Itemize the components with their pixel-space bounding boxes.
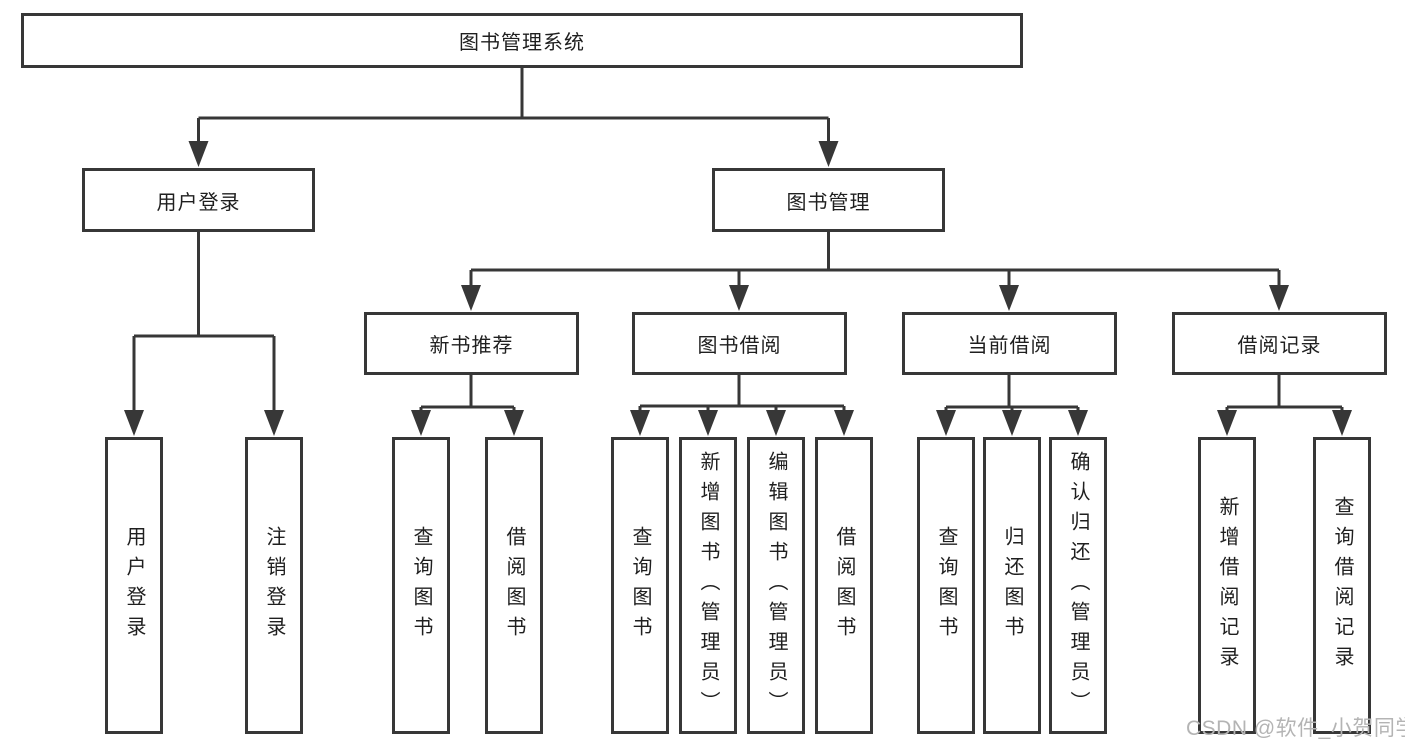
node-user-login-label: 用户登录 [156, 191, 241, 214]
leaf-borrow-book-1-label: 借阅图书 [503, 525, 525, 646]
leaf-logout-label: 注销登录 [263, 525, 285, 646]
leaf-confirm-return-admin: 确认归还（管理员） [1049, 437, 1107, 734]
node-current-borrow-label: 当前借阅 [967, 335, 1052, 357]
node-user-login: 用户登录 [82, 168, 315, 232]
leaf-user-login: 用户登录 [105, 437, 163, 734]
node-borrow-record-label: 借阅记录 [1237, 335, 1322, 357]
leaf-query-book-3: 查询图书 [917, 437, 975, 734]
node-new-book-recommend-label: 新书推荐 [429, 335, 514, 357]
leaf-add-book-admin: 新增图书（管理员） [679, 437, 737, 734]
leaf-edit-book-admin-label: 编辑图书（管理员） [765, 450, 787, 721]
leaf-query-borrow-record-label: 查询借阅记录 [1331, 495, 1353, 676]
node-root-label: 图书管理系统 [459, 32, 585, 54]
leaf-add-borrow-record-label: 新增借阅记录 [1216, 495, 1238, 676]
node-book-management-label: 图书管理 [786, 191, 871, 214]
node-root: 图书管理系统 [21, 13, 1023, 68]
leaf-borrow-book-2: 借阅图书 [815, 437, 873, 734]
leaf-edit-book-admin: 编辑图书（管理员） [747, 437, 805, 734]
leaf-query-book-1-label: 查询图书 [410, 525, 432, 646]
connector-arrowheads [124, 141, 1352, 436]
node-new-book-recommend: 新书推荐 [364, 312, 579, 375]
leaf-confirm-return-admin-label: 确认归还（管理员） [1067, 450, 1089, 721]
leaf-borrow-book-1: 借阅图书 [485, 437, 543, 734]
leaf-borrow-book-2-label: 借阅图书 [833, 525, 855, 646]
leaf-logout: 注销登录 [245, 437, 303, 734]
leaf-query-book-1: 查询图书 [392, 437, 450, 734]
node-borrow-record: 借阅记录 [1172, 312, 1387, 375]
leaf-query-book-2: 查询图书 [611, 437, 669, 734]
leaf-user-login-label: 用户登录 [123, 525, 145, 646]
watermark: CSDN @软件_小贺同学 [1186, 717, 1405, 740]
leaf-return-book-label: 归还图书 [1001, 525, 1023, 646]
leaf-query-book-3-label: 查询图书 [935, 525, 957, 646]
node-book-borrow-label: 图书借阅 [697, 335, 782, 357]
node-book-management: 图书管理 [712, 168, 945, 232]
node-current-borrow: 当前借阅 [902, 312, 1117, 375]
leaf-return-book: 归还图书 [983, 437, 1041, 734]
leaf-add-borrow-record: 新增借阅记录 [1198, 437, 1256, 734]
node-book-borrow: 图书借阅 [632, 312, 847, 375]
leaf-query-borrow-record: 查询借阅记录 [1313, 437, 1371, 734]
leaf-add-book-admin-label: 新增图书（管理员） [697, 450, 719, 721]
leaf-query-book-2-label: 查询图书 [629, 525, 651, 646]
